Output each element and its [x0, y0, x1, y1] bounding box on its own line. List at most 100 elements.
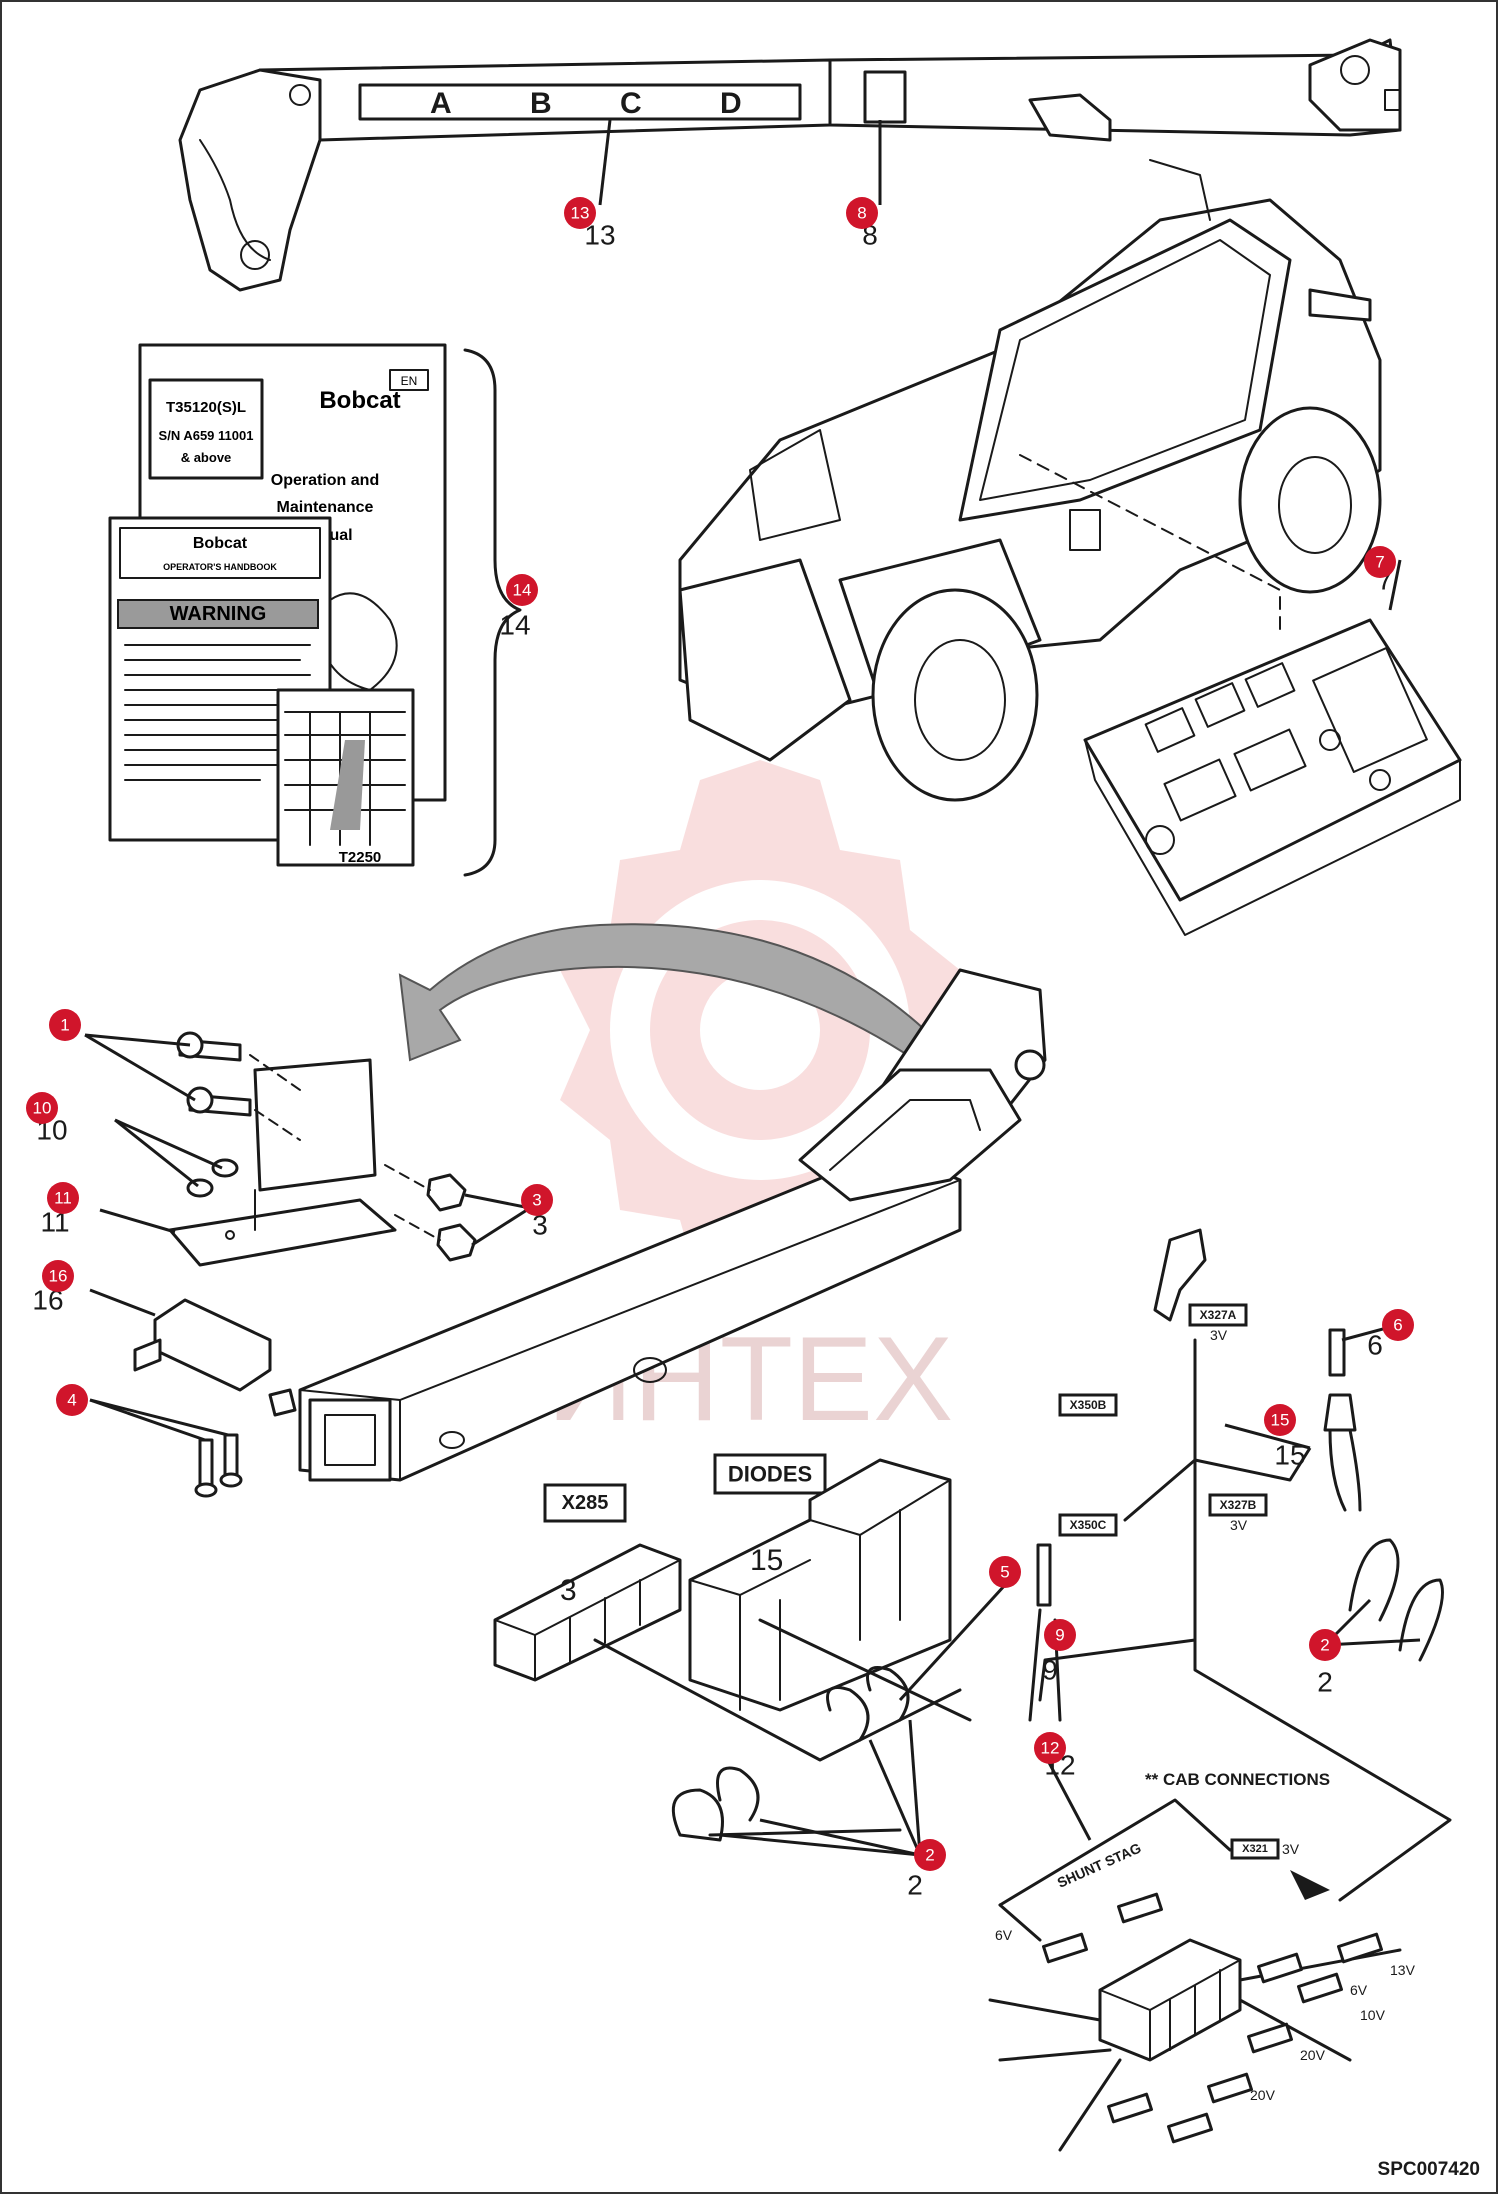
callout-3[interactable]: 3 3	[521, 1184, 553, 1241]
svg-text:X327B: X327B	[1220, 1498, 1257, 1512]
svg-text:3: 3	[532, 1210, 548, 1241]
svg-text:B: B	[530, 87, 552, 120]
callout-16[interactable]: 16 16	[32, 1260, 74, 1316]
svg-text:3: 3	[532, 1191, 541, 1210]
bolts-1	[176, 1031, 252, 1117]
control-panel	[1083, 618, 1462, 936]
tag-x350c: X350C	[1058, 1513, 1118, 1537]
svg-text:T35120(S)L: T35120(S)L	[166, 399, 246, 416]
svg-text:2: 2	[1320, 1636, 1329, 1655]
tag-x321: X321	[1230, 1838, 1280, 1860]
callout-11[interactable]: 11 11	[40, 1182, 79, 1238]
svg-text:X321: X321	[1242, 1843, 1268, 1855]
callout-10[interactable]: 10 10	[26, 1092, 68, 1146]
tag-x350b: X350B	[1058, 1393, 1118, 1417]
pin-6	[1323, 1328, 1362, 1512]
callout-1[interactable]: 1	[49, 1009, 81, 1041]
callout-8[interactable]: 8 8	[846, 197, 878, 251]
nuts-3	[426, 1173, 477, 1262]
screws-4	[194, 1433, 243, 1498]
sensor-16	[133, 1298, 297, 1417]
svg-text:3: 3	[560, 1574, 577, 1607]
callout-14[interactable]: 14 14	[499, 574, 538, 641]
svg-text:EN: EN	[401, 374, 418, 388]
svg-text:3V: 3V	[1230, 1517, 1248, 1533]
svg-text:14: 14	[513, 581, 532, 600]
svg-text:Bobcat: Bobcat	[193, 535, 248, 552]
svg-text:6: 6	[1393, 1316, 1402, 1335]
install-direction-arrow	[398, 923, 927, 1062]
svg-text:5: 5	[1000, 1563, 1009, 1582]
callout-6[interactable]: 6 6	[1367, 1309, 1414, 1361]
tag-diodes: DIODES	[713, 1453, 827, 1495]
svg-text:16: 16	[49, 1267, 68, 1286]
svg-text:OPERATOR'S HANDBOOK: OPERATOR'S HANDBOOK	[163, 562, 277, 572]
callout-2-right[interactable]: 2 2	[1309, 1629, 1341, 1698]
svg-text:15: 15	[750, 1544, 783, 1577]
svg-text:3V: 3V	[1282, 1841, 1300, 1857]
svg-text:A: A	[430, 87, 452, 120]
callout-2[interactable]: 2 2	[907, 1839, 946, 1901]
svg-text:12: 12	[1041, 1739, 1060, 1758]
svg-text:15: 15	[1274, 1440, 1305, 1471]
drawing-number: SPC007420	[1378, 2159, 1480, 2180]
svg-text:14: 14	[499, 610, 530, 641]
cab-harness	[988, 1892, 1402, 2152]
svg-text:13V: 13V	[1390, 1962, 1416, 1978]
callout-12[interactable]: 12 12	[1034, 1732, 1076, 1781]
tag-x327a: X327A	[1188, 1303, 1248, 1327]
mount-bracket	[168, 1058, 397, 1267]
boom-section-labels: A B C D	[430, 87, 742, 120]
svg-text:D: D	[720, 87, 742, 120]
frame-beam	[298, 968, 1047, 1482]
svg-text:10V: 10V	[1360, 2007, 1386, 2023]
svg-text:Operation and: Operation and	[271, 472, 379, 489]
callout-5[interactable]: 5	[989, 1556, 1021, 1588]
svg-text:11: 11	[54, 1189, 72, 1208]
svg-text:6: 6	[1367, 1330, 1383, 1361]
tag-x285: X285	[543, 1483, 627, 1523]
boom-assembly: A B C D	[178, 38, 1402, 292]
washers-10	[186, 1158, 239, 1198]
cable-ties-2-right	[1348, 1538, 1444, 1662]
svg-text:X350B: X350B	[1070, 1398, 1107, 1412]
diode-block	[688, 1458, 952, 1712]
svg-text:10: 10	[33, 1099, 52, 1118]
svg-text:2: 2	[1317, 1667, 1333, 1698]
svg-text:6V: 6V	[995, 1927, 1013, 1943]
svg-text:7: 7	[1375, 553, 1384, 572]
svg-text:Maintenance: Maintenance	[277, 499, 374, 516]
callout-13[interactable]: 13 13	[564, 197, 616, 251]
svg-text:13: 13	[571, 204, 590, 223]
svg-text:& above: & above	[181, 450, 232, 465]
svg-text:6V: 6V	[1350, 1982, 1368, 1998]
callout-15[interactable]: 15 15	[1264, 1404, 1306, 1471]
callout-9[interactable]: 9 9	[1042, 1619, 1076, 1686]
svg-text:3V: 3V	[1210, 1327, 1228, 1343]
tag-x327b: X327B	[1208, 1493, 1268, 1517]
svg-text:20V: 20V	[1300, 2047, 1326, 2063]
connector-block-x285	[493, 1543, 682, 1682]
svg-text:9: 9	[1055, 1626, 1064, 1645]
group-brace	[463, 348, 522, 877]
svg-text:2: 2	[907, 1870, 923, 1901]
bracket-upper	[1153, 1228, 1207, 1322]
cable-ties-2	[671, 1666, 910, 1842]
svg-text:15: 15	[1271, 1411, 1290, 1430]
svg-text:WARNING: WARNING	[170, 603, 267, 625]
svg-text:2: 2	[925, 1846, 934, 1865]
svg-text:DIODES: DIODES	[728, 1462, 812, 1487]
cab-connections-label: ** CAB CONNECTIONS	[1145, 1770, 1330, 1789]
svg-text:X350C: X350C	[1070, 1518, 1107, 1532]
svg-text:1: 1	[60, 1016, 69, 1035]
callout-4[interactable]: 4	[56, 1384, 88, 1416]
svg-text:8: 8	[857, 204, 866, 223]
svg-text:Bobcat: Bobcat	[319, 387, 400, 414]
callout-7[interactable]: 7 7	[1364, 546, 1396, 596]
svg-text:X327A: X327A	[1200, 1308, 1237, 1322]
svg-text:C: C	[620, 87, 642, 120]
svg-text:S/N A659 11001: S/N A659 11001	[159, 428, 254, 443]
svg-text:4: 4	[67, 1391, 76, 1410]
